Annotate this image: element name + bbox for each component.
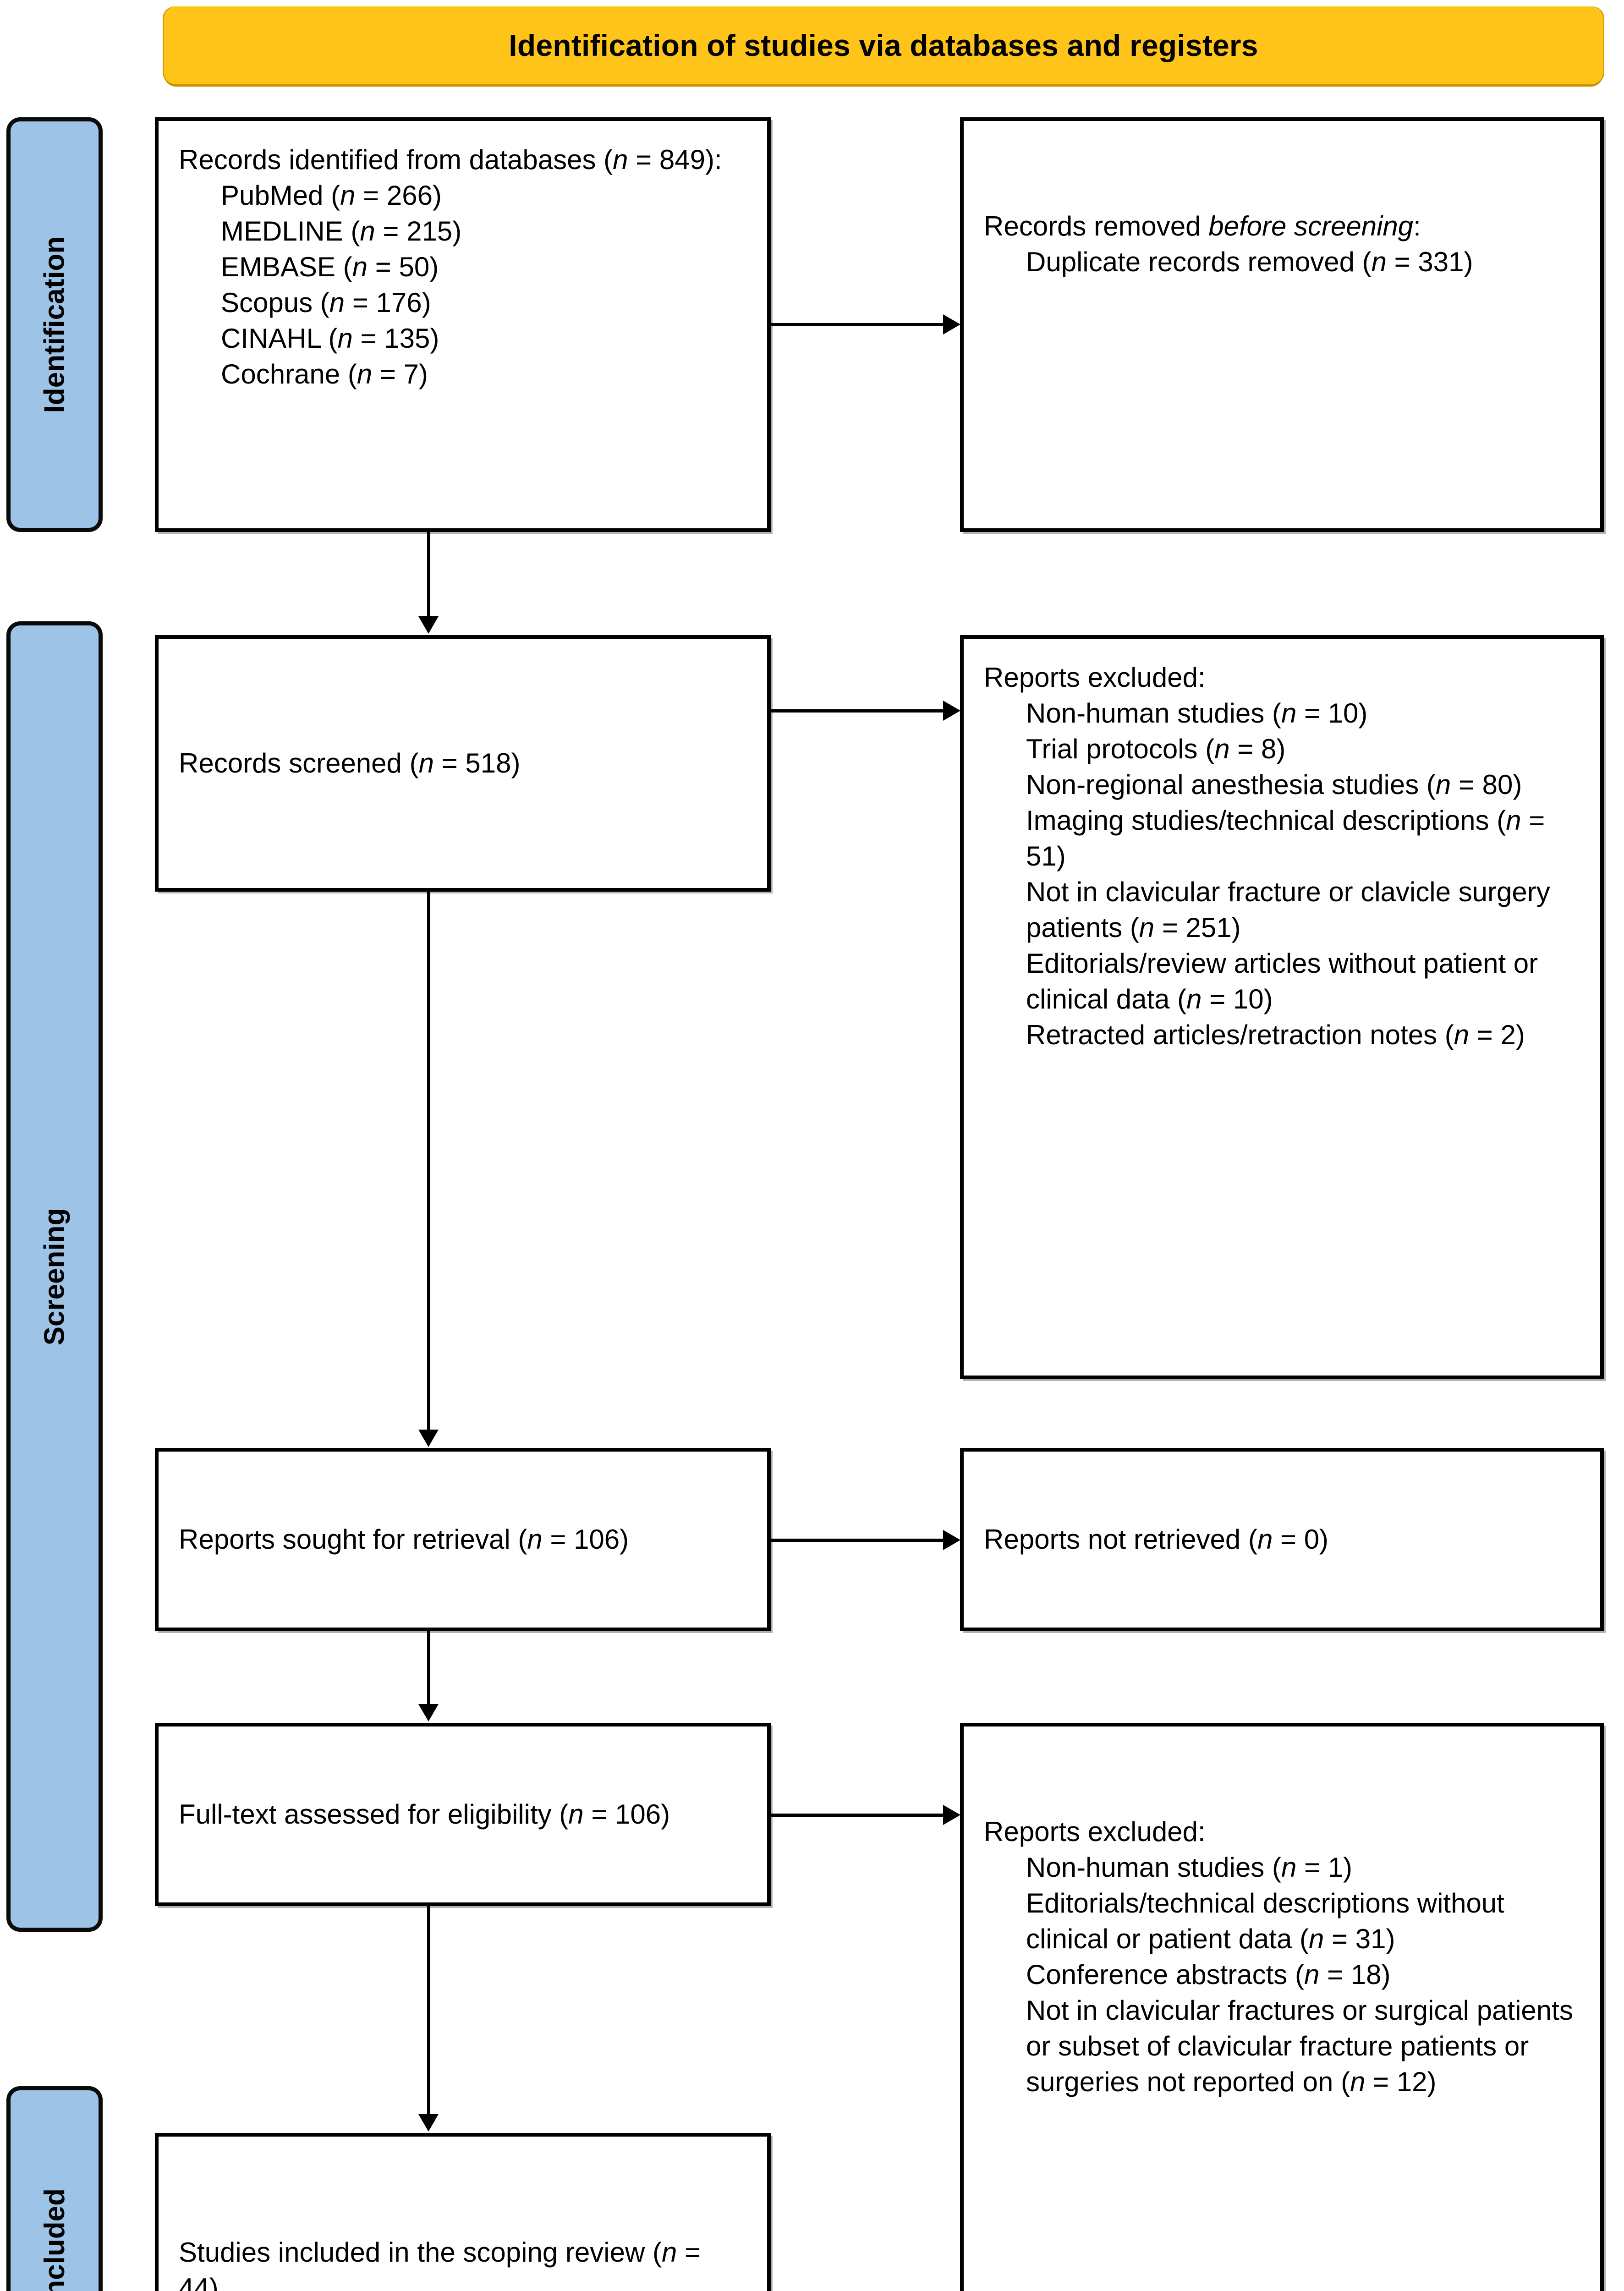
box-fulltext-assessed: Full-text assessed for eligibility (n = … <box>155 1723 771 1906</box>
records-identified-item-embase: EMBASE (n = 50) <box>221 252 439 282</box>
box-records-identified: Records identified from databases (n = 8… <box>155 117 771 532</box>
box-records-screened-body: Records screened (n = 518) <box>179 745 520 781</box>
arrowhead-identified-to-removed <box>943 314 960 334</box>
excluded-screening-item-3: Imaging studies/technical descriptions (… <box>1026 805 1545 871</box>
box-studies-included-body: Studies included in the scoping review (… <box>179 2235 747 2291</box>
arrowhead-screened-to-sought <box>418 1430 439 1447</box>
excluded-screening-item-0: Non-human studies (n = 10) <box>1026 698 1368 729</box>
box-records-removed-body: Records removed before screening: Duplic… <box>984 142 1580 280</box>
box-reports-not-retrieved: Reports not retrieved (n = 0) <box>960 1448 1604 1631</box>
records-identified-lead: Records identified from databases (n = 8… <box>179 144 722 175</box>
records-identified-item-cochrane: Cochrane (n = 7) <box>221 359 428 389</box>
stage-label-included-text: Included <box>38 2188 71 2291</box>
connector-screened-to-excluded <box>771 709 945 713</box>
records-identified-item-medline: MEDLINE (n = 215) <box>221 216 462 247</box>
excluded-screening-item-5: Editorials/review articles without patie… <box>1026 948 1538 1014</box>
excluded-fulltext-item-2: Conference abstracts (n = 18) <box>1026 1959 1391 1990</box>
records-screened-lead: Records screened (n = 518) <box>179 748 521 778</box>
connector-fulltext-to-included <box>427 1906 430 2117</box>
box-records-identified-body: Records identified from databases (n = 8… <box>179 142 747 392</box>
connector-fulltext-to-excluded <box>771 1814 945 1817</box>
box-fulltext-assessed-body: Full-text assessed for eligibility (n = … <box>179 1797 670 1832</box>
fulltext-assessed-lead: Full-text assessed for eligibility (n = … <box>179 1799 670 1830</box>
box-reports-sought: Reports sought for retrieval (n = 106) <box>155 1448 771 1631</box>
arrowhead-sought-to-fulltext <box>418 1704 439 1721</box>
records-removed-lead: Records removed before screening: <box>984 211 1421 241</box>
stage-label-identification: Identification <box>6 117 103 532</box>
box-records-screened: Records screened (n = 518) <box>155 635 771 892</box>
box-reports-sought-body: Reports sought for retrieval (n = 106) <box>179 1522 629 1557</box>
box-reports-excluded-fulltext: Reports excluded: Non-human studies (n =… <box>960 1723 1604 2291</box>
stage-label-identification-text: Identification <box>38 236 71 413</box>
stage-label-screening-text: Screening <box>38 1208 71 1345</box>
records-identified-item-cinahl: CINAHL (n = 135) <box>221 323 439 354</box>
excluded-fulltext-item-3: Not in clavicular fractures or surgical … <box>1026 1995 1573 2097</box>
stage-label-screening: Screening <box>6 621 103 1932</box>
arrowhead-fulltext-to-excluded <box>943 1805 960 1825</box>
stage-label-included: Included <box>6 2086 103 2291</box>
excluded-screening-lead: Reports excluded: <box>984 662 1206 693</box>
studies-included-lead: Studies included in the scoping review (… <box>179 2237 701 2291</box>
reports-sought-lead: Reports sought for retrieval (n = 106) <box>179 1524 629 1555</box>
box-records-removed: Records removed before screening: Duplic… <box>960 117 1604 532</box>
excluded-screening-item-1: Trial protocols (n = 8) <box>1026 734 1286 764</box>
connector-identified-to-removed <box>771 323 945 326</box>
connector-sought-to-not-retrieved <box>771 1539 945 1542</box>
reports-not-retrieved-lead: Reports not retrieved (n = 0) <box>984 1524 1329 1555</box>
box-reports-not-retrieved-body: Reports not retrieved (n = 0) <box>984 1522 1328 1557</box>
arrowhead-identified-to-screened <box>418 616 439 634</box>
banner-title: Identification of studies via databases … <box>509 28 1258 62</box>
box-studies-included: Studies included in the scoping review (… <box>155 2133 771 2291</box>
excluded-fulltext-item-0: Non-human studies (n = 1) <box>1026 1852 1353 1883</box>
excluded-fulltext-item-1: Editorials/technical descriptions withou… <box>1026 1888 1504 1954</box>
excluded-screening-item-2: Non-regional anesthesia studies (n = 80) <box>1026 769 1522 800</box>
records-identified-item-pubmed: PubMed (n = 266) <box>221 180 442 211</box>
connector-screened-to-sought <box>427 892 430 1432</box>
excluded-screening-item-6: Retracted articles/retraction notes (n =… <box>1026 1019 1525 1050</box>
box-reports-excluded-fulltext-body: Reports excluded: Non-human studies (n =… <box>984 1748 1580 2100</box>
box-reports-excluded-screening-body: Reports excluded: Non-human studies (n =… <box>984 660 1580 1053</box>
banner-identification: Identification of studies via databases … <box>164 6 1603 84</box>
records-removed-item-duplicates: Duplicate records removed (n = 331) <box>1026 247 1473 277</box>
box-reports-excluded-screening: Reports excluded: Non-human studies (n =… <box>960 635 1604 1379</box>
arrowhead-sought-to-not-retrieved <box>943 1530 960 1550</box>
connector-identified-to-screened <box>427 532 430 619</box>
arrowhead-fulltext-to-included <box>418 2114 439 2132</box>
excluded-screening-item-4: Not in clavicular fracture or clavicle s… <box>1026 877 1550 943</box>
records-identified-item-scopus: Scopus (n = 176) <box>221 287 431 318</box>
connector-sought-to-fulltext <box>427 1631 430 1707</box>
arrowhead-screened-to-excluded <box>943 701 960 721</box>
excluded-fulltext-lead: Reports excluded: <box>984 1816 1206 1847</box>
